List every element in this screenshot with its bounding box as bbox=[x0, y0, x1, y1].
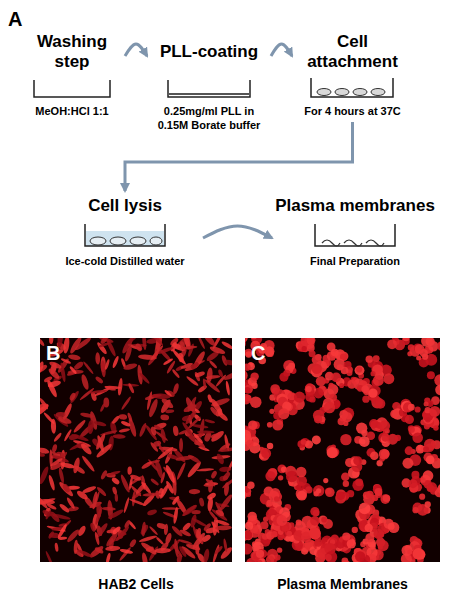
panel-letter: A bbox=[8, 8, 22, 31]
cell-symbols bbox=[90, 237, 162, 245]
membrane-stain bbox=[245, 338, 440, 562]
step-heading: Plasma membranes bbox=[275, 194, 435, 218]
panel-letter: C bbox=[251, 342, 265, 364]
step-heading: PLL-coating bbox=[150, 30, 268, 74]
micrograph bbox=[40, 338, 232, 562]
micrograph bbox=[245, 338, 440, 562]
coating-layer bbox=[169, 93, 249, 95]
step-note: For 4 hours at 37C bbox=[295, 104, 410, 118]
cell-symbols bbox=[317, 89, 385, 96]
process-arrow bbox=[271, 44, 292, 56]
process-arrow bbox=[125, 44, 147, 56]
micrograph-panel: CPlasma Membranes bbox=[245, 338, 440, 562]
process-arrow bbox=[203, 226, 272, 238]
panel-caption: HAB2 Cells bbox=[40, 576, 232, 592]
process-step: Plasma membranesFinal Preparation bbox=[275, 194, 435, 268]
dish-symbol bbox=[315, 224, 395, 246]
dish-symbol bbox=[168, 80, 250, 97]
step-heading: Cell lysis bbox=[50, 194, 200, 218]
micrograph-panel: BHAB2 Cells bbox=[40, 338, 232, 562]
process-step: Washing stepMeOH:HCl 1:1 bbox=[22, 30, 122, 118]
process-step: Cell lysisIce-cold Distilled water bbox=[50, 194, 200, 268]
dish-symbol bbox=[34, 80, 110, 97]
process-arrow bbox=[125, 122, 353, 191]
process-step: Cell attachmentFor 4 hours at 37C bbox=[295, 30, 410, 118]
step-note: 0.25mg/ml PLL in 0.15M Borate buffer bbox=[150, 104, 268, 132]
dish-symbol bbox=[311, 78, 393, 97]
step-heading: Washing step bbox=[22, 30, 122, 74]
step-note: Ice-cold Distilled water bbox=[50, 254, 200, 268]
membrane-symbols bbox=[322, 240, 384, 246]
step-note: Final Preparation bbox=[275, 254, 435, 268]
process-step: PLL-coating 0.25mg/ml PLL in 0.15M Borate… bbox=[150, 30, 268, 132]
dish-symbol bbox=[85, 224, 165, 246]
step-note: MeOH:HCl 1:1 bbox=[22, 104, 122, 118]
panel-letter: B bbox=[46, 342, 60, 364]
panel-caption: Plasma Membranes bbox=[245, 576, 440, 592]
step-heading: Cell attachment bbox=[295, 30, 410, 74]
water-fill bbox=[86, 231, 164, 246]
cell-stain bbox=[40, 338, 232, 562]
